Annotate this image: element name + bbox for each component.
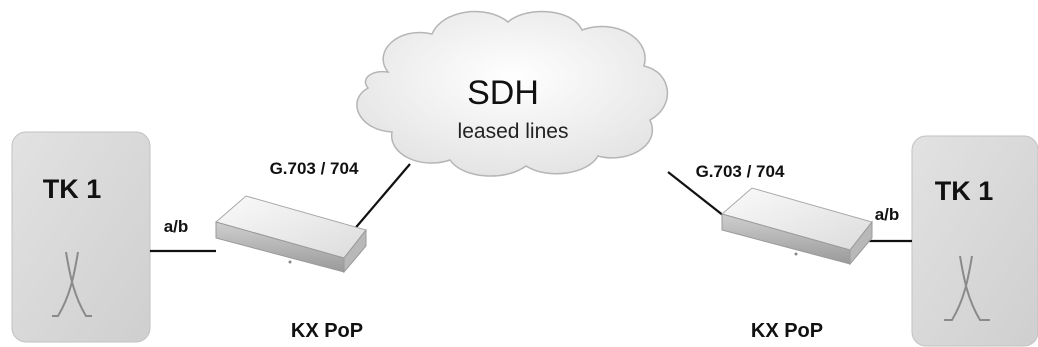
right-uplink-line [667, 171, 725, 217]
left-kx-pop-device [214, 195, 367, 274]
left-uplink-label: G.703 / 704 [270, 159, 359, 178]
cloud-subtitle: leased lines [458, 120, 569, 143]
left-tk-label: TK 1 [43, 174, 102, 204]
right-tk-box: TK 1 [911, 135, 1038, 347]
right-device-label: KX PoP [751, 320, 823, 342]
left-tk-box: TK 1 [11, 131, 151, 343]
right-exchange-icon [944, 255, 990, 321]
right-ab-label: a/b [875, 205, 900, 224]
right-tk-label: TK 1 [935, 176, 994, 206]
right-kx-pop-device [720, 187, 873, 266]
left-uplink-line [351, 163, 411, 233]
sdh-cloud: SDH leased lines [356, 10, 668, 177]
right-uplink-label: G.703 / 704 [696, 162, 785, 181]
cloud-title: SDH [467, 74, 539, 112]
left-device-label: KX PoP [291, 320, 363, 342]
left-exchange-icon [52, 251, 92, 317]
left-ab-label: a/b [164, 217, 189, 236]
